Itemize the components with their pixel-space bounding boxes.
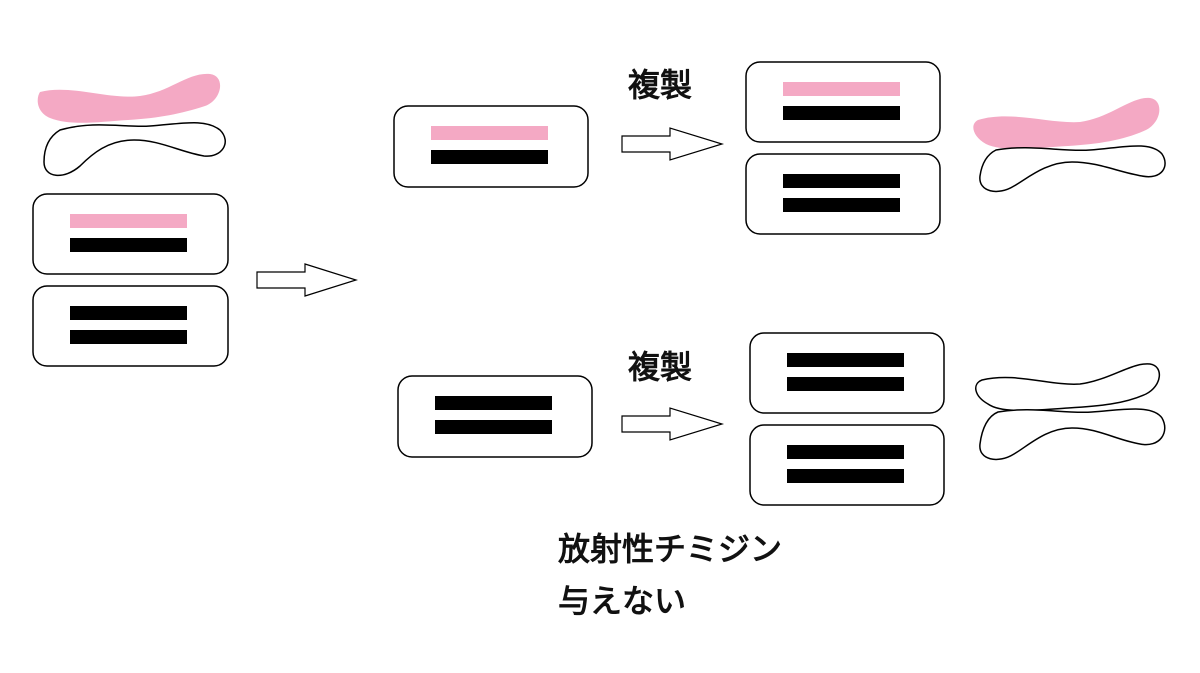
- note-line-2: 与えない: [558, 582, 686, 620]
- strand-unlabeled: [783, 174, 900, 188]
- separated-dna-bottom: [397, 375, 593, 458]
- strand-unlabeled: [787, 469, 904, 483]
- result-top-chromatid-labeled: [973, 97, 1160, 149]
- separated-dna-top: [393, 105, 589, 188]
- strand-labeled: [431, 126, 548, 140]
- arrow-replication-bottom: [621, 407, 725, 441]
- strand-unlabeled: [787, 445, 904, 459]
- strand-unlabeled: [435, 396, 552, 410]
- strand-unlabeled: [431, 150, 548, 164]
- strand-unlabeled: [783, 106, 900, 120]
- initial-dna-box-2: [32, 285, 229, 367]
- replicated-dna-bottom-2: [749, 424, 945, 506]
- result-bottom-chromatid-2: [979, 408, 1166, 461]
- strand-unlabeled: [783, 198, 900, 212]
- strand-unlabeled: [70, 306, 187, 320]
- arrow-separation: [256, 263, 359, 297]
- strand-labeled: [783, 82, 900, 96]
- initial-dna-box-1: [32, 193, 229, 275]
- replication-label-bottom: 複製: [628, 348, 692, 386]
- initial-chromatid-labeled: [37, 73, 221, 123]
- replicated-dna-top-1: [745, 61, 941, 143]
- result-chromosome-top: [973, 97, 1166, 193]
- initial-chromatid-unlabeled: [43, 121, 226, 176]
- result-chromosome-bottom: [975, 363, 1166, 461]
- replicated-dna-bottom-1: [749, 332, 945, 414]
- strand-unlabeled: [70, 330, 187, 344]
- strand-unlabeled: [435, 420, 552, 434]
- result-bottom-chromatid-1: [975, 363, 1160, 412]
- initial-chromosome: [37, 73, 226, 176]
- replicated-dna-top-2: [745, 153, 941, 235]
- replication-label-top: 複製: [628, 66, 692, 104]
- strand-labeled: [70, 214, 187, 228]
- note-line-1: 放射性チミジン: [558, 530, 782, 568]
- strand-unlabeled: [787, 377, 904, 391]
- strand-unlabeled: [70, 238, 187, 252]
- strand-unlabeled: [787, 353, 904, 367]
- arrow-replication-top: [621, 127, 725, 161]
- result-top-chromatid-unlabeled: [979, 145, 1166, 193]
